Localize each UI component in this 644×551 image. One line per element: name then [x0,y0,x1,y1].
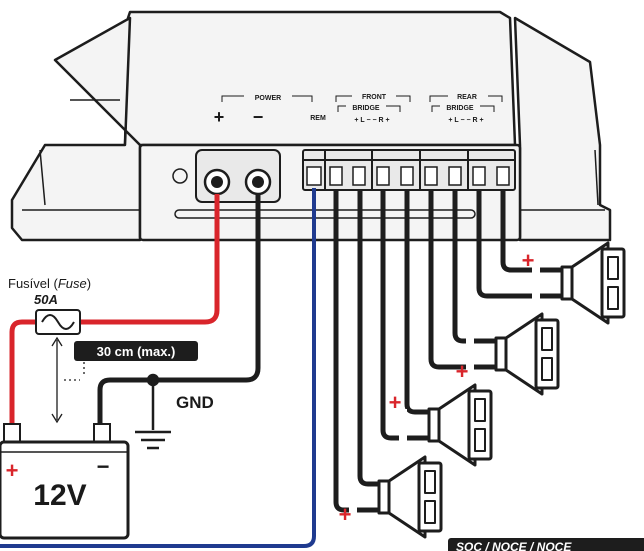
fuse-label: Fusível (Fuse) [8,276,91,291]
rem-label: REM [310,115,326,122]
amplifier-details [22,99,605,219]
distance-badge-text: 30 cm (max.) [97,344,176,359]
fuse-rating: 50A [34,292,58,307]
speaker-wire-positive [357,190,379,487]
speaker-plus-sign: + [389,390,402,415]
footer-partial-text: SOC / NOCE / NOCE [456,540,572,551]
fuse-icon [35,309,81,335]
battery-voltage: 12V [33,479,86,512]
terminal-screws [306,166,510,186]
front-label: FRONT [362,94,387,101]
speaker-icon [427,383,493,467]
speaker-icon [377,455,443,539]
speaker-wire-negative [380,190,429,441]
battery-minus: − [97,454,110,479]
speaker-wire-negative [428,190,496,370]
remote-wire [0,188,316,548]
speaker-plus-sign: + [522,248,535,273]
rear-bridge-label: BRIDGE [446,105,474,112]
amplifier-body [10,10,612,242]
rear-label: REAR [457,94,477,101]
speaker-icon [560,241,626,325]
speaker-wire-positive [452,190,496,344]
speaker-plus-sign: + [339,502,352,527]
rear-polarity-label: + L − − R + [448,117,483,124]
front-bridge-label: BRIDGE [352,105,380,112]
distance-indicator [51,336,85,424]
battery [0,423,130,540]
footer-badge [448,538,644,551]
power-label: POWER [255,95,281,102]
speaker-wire-positive [500,190,562,273]
speaker-wire-negative [333,190,379,513]
speaker-wire-positive [404,190,429,415]
battery-plus: + [6,458,19,483]
ground-symbol [135,373,171,450]
power-plus-label: + [214,107,225,127]
ground-wire [97,194,261,430]
positive-power-wire [9,194,220,430]
speaker-plus-sign: + [456,359,469,384]
speaker-icon [494,312,560,396]
speaker-wires [333,190,562,513]
power-minus-label: − [253,107,264,127]
gnd-label: GND [176,393,214,412]
terminal-labels: POWER + − REM FRONT BRIDGE + L − − R + R… [214,89,503,127]
speakers: + + + + [339,241,626,539]
front-polarity-label: + L − − R + [354,117,389,124]
speaker-wire-negative [476,190,562,299]
distance-badge [74,341,198,361]
power-terminal-block [195,149,281,203]
